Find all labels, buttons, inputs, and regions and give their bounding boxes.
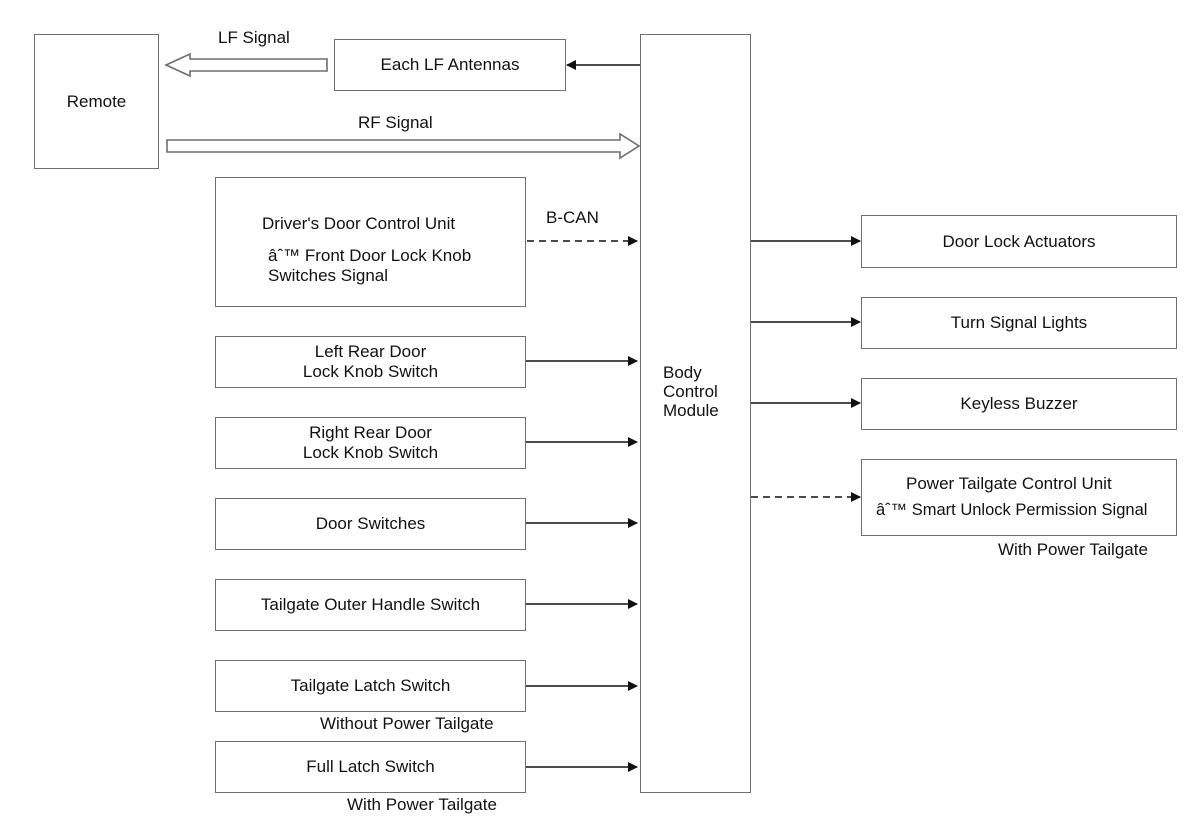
- right-rear-door-switch-box: Right Rear Door Lock Knob Switch: [215, 417, 526, 469]
- tailgate-outer-label: Tailgate Outer Handle Switch: [260, 595, 481, 614]
- body-control-module-box: Body Control Module: [640, 34, 751, 793]
- left-rear-door-switch-box: Left Rear Door Lock Knob Switch: [215, 336, 526, 388]
- full-latch-label: Full Latch Switch: [306, 757, 435, 776]
- lf-signal-arrow: [164, 52, 328, 78]
- turn-signal-lights-label: Turn Signal Lights: [950, 313, 1088, 332]
- bcm-line-2: Control: [663, 382, 718, 401]
- lf-antennas-label: Each LF Antennas: [380, 55, 520, 74]
- door-lock-actuators-box: Door Lock Actuators: [861, 215, 1177, 268]
- door-switches-label: Door Switches: [315, 514, 426, 533]
- door-lock-actuators-label: Door Lock Actuators: [942, 231, 1096, 251]
- bcm-line-3: Module: [663, 401, 719, 420]
- tailgate-latch-switch-box: Tailgate Latch Switch: [215, 660, 526, 712]
- tailgate-outer-handle-switch-box: Tailgate Outer Handle Switch: [215, 579, 526, 631]
- remote-box: Remote: [34, 34, 159, 169]
- keyless-buzzer-box: Keyless Buzzer: [861, 378, 1177, 430]
- power-tailgate-control-unit-box: Power Tailgate Control Unit âˆ™ Smart Un…: [861, 459, 1177, 536]
- tailgate-latch-label: Tailgate Latch Switch: [290, 676, 451, 695]
- with-power-tailgate-note-right: With Power Tailgate: [998, 540, 1148, 559]
- full-latch-switch-box: Full Latch Switch: [215, 741, 526, 793]
- driver-door-control-unit-box: Driver's Door Control Unit âˆ™ Front Doo…: [215, 177, 526, 307]
- ptg-signal: âˆ™ Smart Unlock Permission Signal: [876, 501, 1148, 519]
- left-rear-line-2: Lock Knob Switch: [302, 362, 439, 381]
- bcm-line-1: Body: [663, 363, 702, 382]
- rf-signal-arrow: [166, 132, 641, 160]
- with-power-tailgate-note-left: With Power Tailgate: [347, 795, 497, 814]
- rf-signal-label: RF Signal: [358, 113, 433, 132]
- bcan-label: B-CAN: [546, 208, 599, 227]
- remote-label: Remote: [66, 91, 127, 111]
- driver-door-signal-line-1: âˆ™ Front Door Lock Knob: [268, 246, 472, 265]
- driver-door-title: Driver's Door Control Unit: [262, 214, 456, 233]
- lf-signal-label: LF Signal: [218, 28, 290, 47]
- keyless-buzzer-label: Keyless Buzzer: [960, 394, 1078, 413]
- without-power-tailgate-note: Without Power Tailgate: [320, 714, 494, 733]
- left-rear-line-1: Left Rear Door: [314, 342, 427, 361]
- right-rear-line-1: Right Rear Door: [309, 423, 432, 442]
- door-switches-box: Door Switches: [215, 498, 526, 550]
- lf-antennas-box: Each LF Antennas: [334, 39, 566, 91]
- turn-signal-lights-box: Turn Signal Lights: [861, 297, 1177, 349]
- ptg-title: Power Tailgate Control Unit: [906, 474, 1112, 493]
- driver-door-signal-line-2: Switches Signal: [268, 266, 389, 285]
- right-rear-line-2: Lock Knob Switch: [302, 443, 439, 462]
